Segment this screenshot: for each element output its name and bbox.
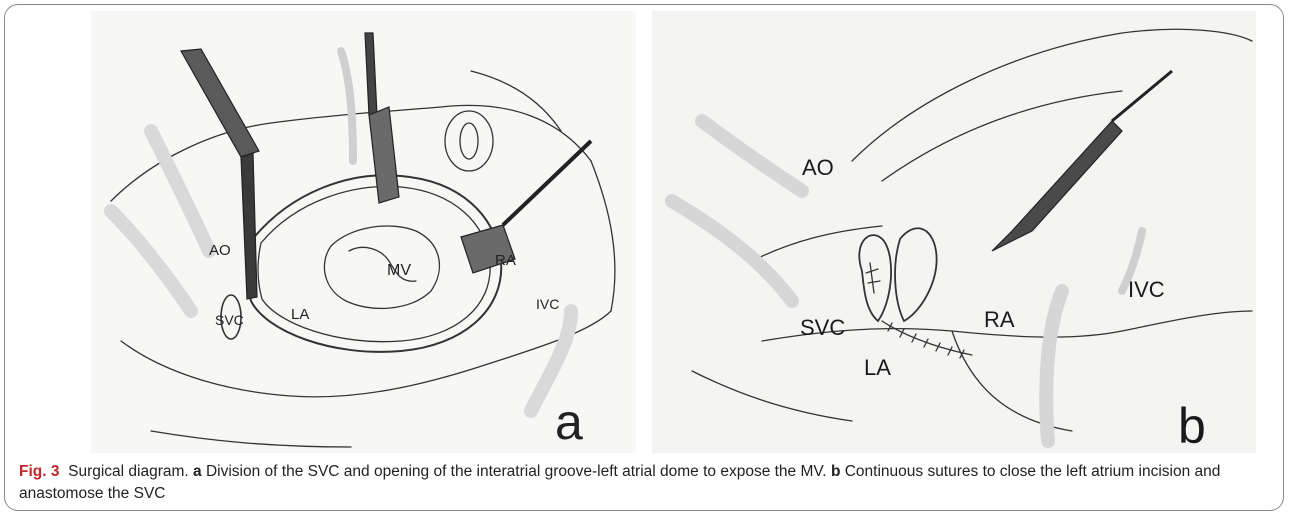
caption-title: Surgical diagram. (68, 463, 189, 480)
figure-frame: AO MV RA IVC SVC LA a (4, 4, 1284, 511)
caption-a-marker: a (193, 463, 202, 480)
label-ao-b: AO (802, 155, 834, 180)
label-ra-a: RA (495, 252, 516, 269)
label-ao-a: AO (209, 242, 231, 259)
figure-caption: Fig. 3 Surgical diagram. a Division of t… (19, 461, 1269, 505)
panel-b: AO SVC RA IVC LA b (652, 11, 1256, 453)
panel-b-letter: b (1178, 398, 1206, 453)
label-la-a: LA (291, 306, 309, 323)
panel-a-drawing: AO MV RA IVC SVC LA a (91, 11, 636, 453)
label-mv-a: MV (387, 262, 411, 279)
label-ivc-b: IVC (1128, 277, 1165, 302)
caption-a-text: Division of the SVC and opening of the i… (206, 463, 827, 480)
label-la-b: LA (864, 355, 891, 380)
label-ivc-a: IVC (536, 296, 559, 312)
label-svc-a: SVC (215, 312, 244, 328)
caption-fig-label: Fig. 3 (19, 463, 59, 480)
panel-a-letter: a (555, 394, 583, 450)
caption-b-marker: b (831, 463, 840, 480)
label-svc-b: SVC (800, 315, 845, 340)
panel-a: AO MV RA IVC SVC LA a (91, 11, 636, 453)
label-ra-b: RA (984, 307, 1015, 332)
panel-b-drawing: AO SVC RA IVC LA b (652, 11, 1256, 453)
